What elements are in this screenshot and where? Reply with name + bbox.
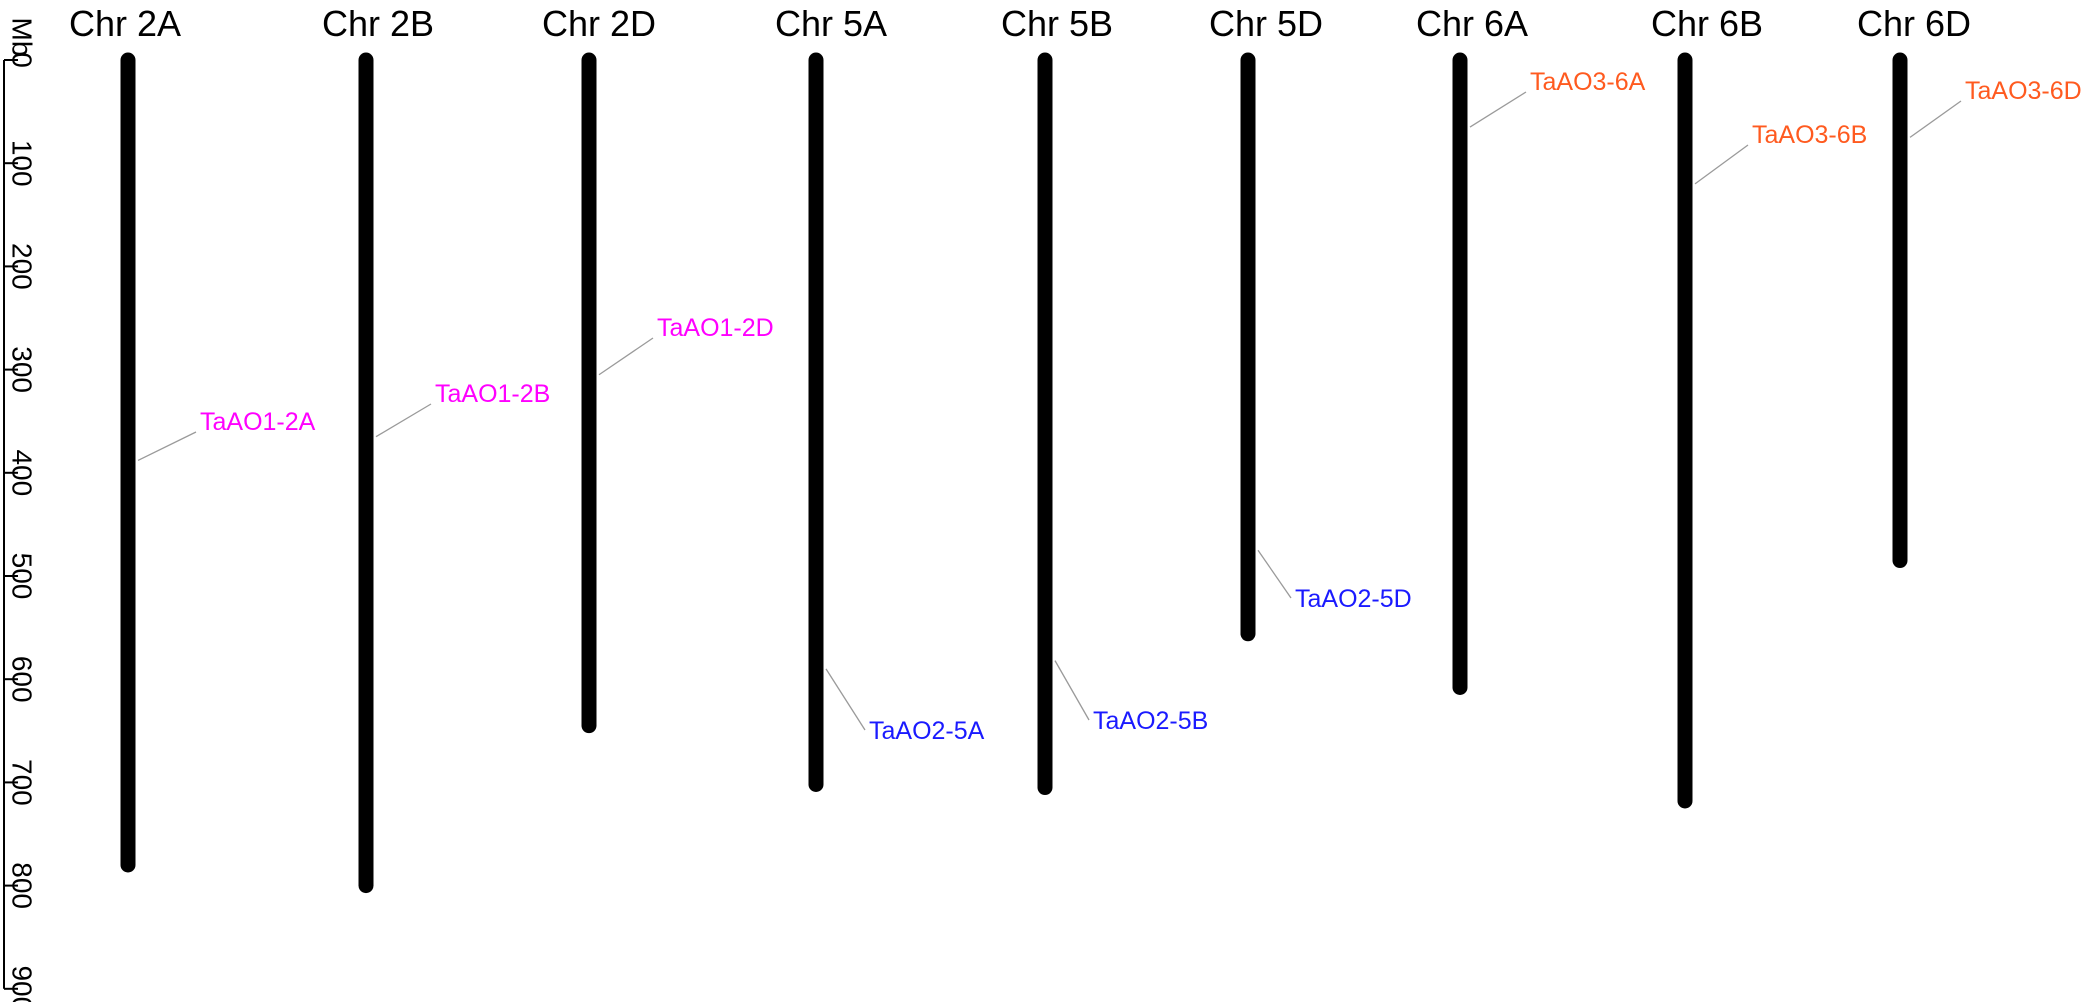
gene-label: TaAO1-2A xyxy=(200,408,316,436)
axis-tick-label: 400 xyxy=(7,449,38,496)
gene-label: TaAO1-2B xyxy=(435,380,550,408)
axis-tick-label: 700 xyxy=(7,759,38,806)
axis-tick-label: 500 xyxy=(7,553,38,600)
chromosome-label: Chr 5B xyxy=(1001,3,1113,44)
chromosome-label: Chr 6A xyxy=(1416,3,1528,44)
gene-leader-line xyxy=(1257,549,1292,599)
axis-tick-label: 300 xyxy=(7,346,38,393)
chromosomes: Chr 2A Chr 2B Chr 2D Chr 5A Chr 5B Chr 5D Chr … xyxy=(69,3,1971,894)
gene-label: TaAO3-6D xyxy=(1965,77,2082,105)
gene-label: TaAO2-5B xyxy=(1093,707,1208,735)
axis-tick-label: 0 xyxy=(7,52,38,68)
axis-tick-label: 600 xyxy=(7,656,38,703)
gene-label: TaAO1-2D xyxy=(657,314,774,342)
chromosome-label: Chr 5D xyxy=(1209,3,1323,44)
gene-label: TaAO2-5A xyxy=(869,717,985,745)
gene-label: TaAO3-6A xyxy=(1530,68,1646,96)
gene-leader-line xyxy=(598,337,654,376)
gene-leader-line xyxy=(137,431,197,461)
axis-tick-label: 100 xyxy=(7,140,38,187)
gene-leader-line xyxy=(1694,144,1749,185)
axis-tick-label: 200 xyxy=(7,243,38,290)
chromosome-label: Chr 2B xyxy=(322,3,434,44)
chromosome-label: Chr 2A xyxy=(69,3,181,44)
gene-leader-line xyxy=(375,403,432,438)
mb-scale-axis: Mb 0 100 200 300 400 500 600 700 800 900 xyxy=(3,18,38,1002)
gene-leader-line xyxy=(825,668,866,731)
scale-unit-label: Mb xyxy=(7,18,38,57)
gene-leader-line xyxy=(1469,91,1527,128)
gene-label: TaAO3-6B xyxy=(1752,121,1867,149)
gene-label: TaAO2-5D xyxy=(1295,585,1412,613)
axis-tick-label: 800 xyxy=(7,862,38,909)
chromosome-label: Chr 2D xyxy=(542,3,656,44)
gene-leader-line xyxy=(1909,100,1962,138)
chromosome-label: Chr 6B xyxy=(1651,3,1763,44)
chromosome-label: Chr 5A xyxy=(775,3,887,44)
gene-leader-line xyxy=(1054,660,1090,721)
chromosome-label: Chr 6D xyxy=(1857,3,1971,44)
gene-markers: TaAO1-2A TaAO1-2B TaAO1-2D TaAO2-5A TaAO2-5B… xyxy=(137,68,2082,745)
axis-tick-label: 900 xyxy=(7,965,38,1002)
